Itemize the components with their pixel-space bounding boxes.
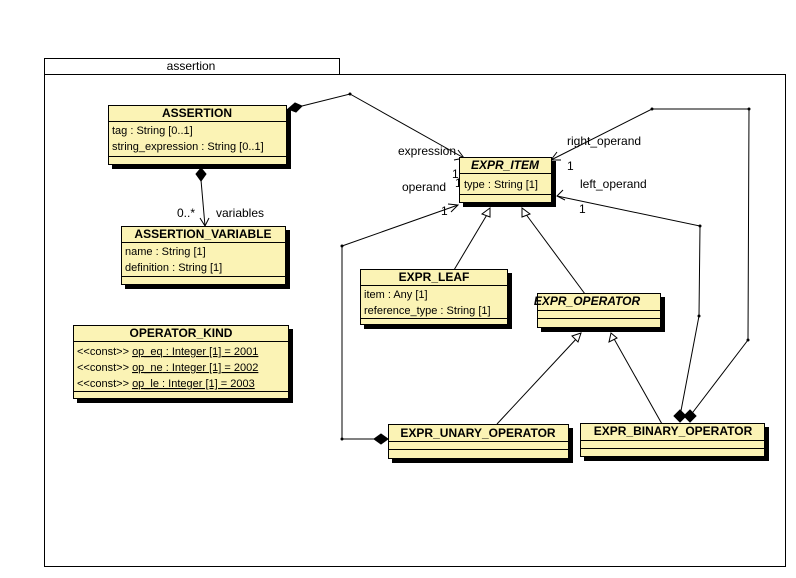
class-attribute: tag : String [0..1]: [112, 125, 193, 137]
generalization-triangle-binary: [608, 332, 618, 343]
class-attribute: definition : String [1]: [125, 262, 222, 274]
generalization-leaf-to-item[interactable]: [453, 212, 489, 271]
class-expr-binary-operator[interactable]: EXPR_BINARY_OPERATOR: [580, 423, 770, 462]
class-name: EXPR_BINARY_OPERATOR: [594, 424, 753, 438]
const-name: op_ne: [132, 362, 163, 374]
const-stereotype: <<const>>: [77, 362, 129, 374]
package-name: assertion: [167, 59, 216, 73]
operand-role-label: operand: [402, 180, 446, 194]
left-operand-role-label: left_operand: [580, 177, 647, 191]
generalization-binary-to-operator[interactable]: [612, 336, 663, 425]
const-stereotype: <<const>>: [77, 378, 129, 390]
class-name: EXPR_UNARY_OPERATOR: [400, 426, 555, 440]
variables-role-label: variables: [216, 206, 264, 220]
operand-multiplicity-bottom: 1: [441, 204, 448, 218]
connector-labels: expression 1 operand 1 1 right_operand 1…: [177, 134, 647, 220]
class-box: [73, 325, 289, 399]
class-assertion-variable[interactable]: ASSERTION_VARIABLE name : String [1] def…: [121, 226, 291, 290]
generalization-triangle-leaf: [480, 207, 491, 218]
generalization-unary-to-operator[interactable]: [496, 336, 579, 425]
right-operand-multiplicity: 1: [567, 159, 574, 173]
right-operand-role-label: right_operand: [567, 134, 641, 148]
composition-diamond-variables: [195, 167, 207, 182]
const-type: : Integer [1] = 2001: [163, 346, 259, 358]
const-name: op_le: [132, 378, 159, 390]
expression-role-label: expression: [398, 144, 456, 158]
left-operand-arrowhead: [556, 189, 566, 201]
bend-point: [348, 92, 352, 96]
class-name: EXPR_OPERATOR: [534, 294, 641, 308]
bend-point: [746, 338, 750, 342]
variables-multiplicity: 0..*: [177, 206, 195, 220]
composition-diamond-assertion: [287, 102, 303, 113]
generalization-operator-to-item[interactable]: [524, 212, 586, 295]
bend-point: [340, 244, 344, 248]
generalization-triangle-unary: [571, 332, 582, 343]
class-attribute: type : String [1]: [464, 179, 538, 191]
generalization-triangle-operator: [521, 207, 532, 218]
bend-point: [650, 107, 654, 111]
class-name: EXPR_ITEM: [471, 158, 540, 172]
const-row: <<const>> op_ne : Integer [1] = 2002: [77, 362, 258, 374]
generalization-triangles: [480, 207, 618, 343]
left-operand-multiplicity: 1: [579, 202, 586, 216]
const-name: op_eq: [132, 346, 163, 358]
class-expr-item[interactable]: EXPR_ITEM type : String [1]: [459, 157, 557, 208]
class-attribute: string_expression : String [0..1]: [112, 141, 264, 153]
composition-diamond-binary-right: [683, 409, 697, 423]
class-name: OPERATOR_KIND: [130, 326, 233, 340]
class-operator-kind[interactable]: OPERATOR_KIND <<const>> op_eq : Integer …: [73, 325, 294, 404]
bend-points: [340, 92, 751, 441]
bend-point: [747, 107, 751, 111]
expression-multiplicity: 1: [452, 167, 459, 181]
bend-point: [698, 224, 702, 228]
operand-arrowhead: [447, 203, 460, 213]
class-box: [108, 105, 287, 165]
class-assertion[interactable]: ASSERTION tag : String [0..1] string_exp…: [108, 105, 292, 170]
class-expr-unary-operator[interactable]: EXPR_UNARY_OPERATOR: [388, 424, 574, 464]
class-expr-leaf[interactable]: EXPR_LEAF item : Any [1] reference_type …: [360, 269, 513, 330]
class-name: ASSERTION: [162, 106, 232, 120]
const-row: <<const>> op_le : Integer [1] = 2003: [77, 378, 255, 390]
class-expr-operator[interactable]: EXPR_OPERATOR: [534, 293, 665, 333]
composition-diamonds: [195, 102, 697, 445]
class-attribute: reference_type : String [1]: [364, 305, 491, 317]
const-type: : Integer [1] = 2003: [159, 378, 255, 390]
class-box: [121, 226, 286, 285]
const-type: : Integer [1] = 2002: [163, 362, 259, 374]
bend-point: [697, 314, 701, 318]
bend-point: [340, 437, 344, 441]
variables-association-line[interactable]: [200, 179, 206, 227]
left-operand-association-line[interactable]: [556, 195, 701, 417]
const-stereotype: <<const>>: [77, 346, 129, 358]
class-name: EXPR_LEAF: [399, 270, 470, 284]
class-attribute: name : String [1]: [125, 246, 206, 258]
class-box: [360, 269, 508, 325]
operand-association-line[interactable]: [341, 204, 459, 440]
class-name: ASSERTION_VARIABLE: [134, 227, 271, 241]
const-row: <<const>> op_eq : Integer [1] = 2001: [77, 346, 258, 358]
class-attribute: item : Any [1]: [364, 289, 428, 301]
operand-multiplicity-top: 1: [455, 176, 462, 190]
